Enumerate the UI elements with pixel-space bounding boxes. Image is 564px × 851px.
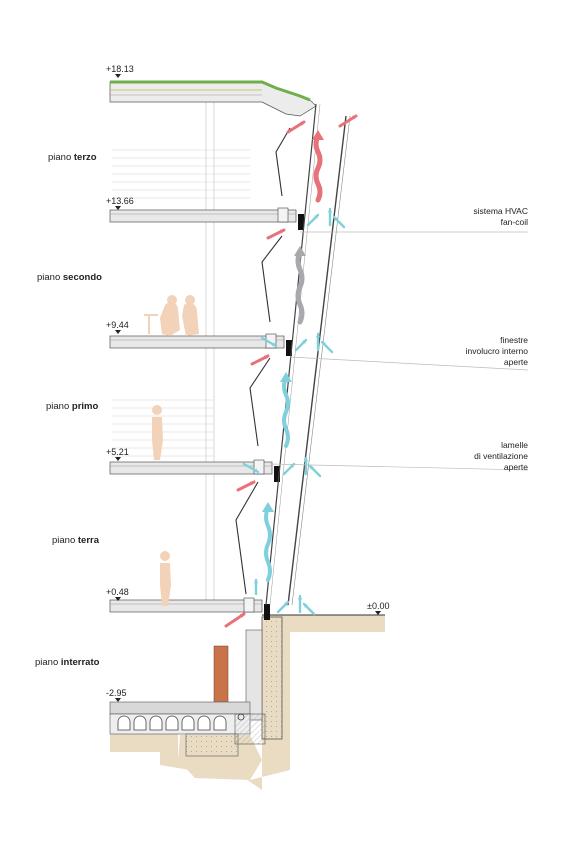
- annotation-hvac: sistema HVAC fan-coil: [473, 206, 528, 227]
- airflow-head: [312, 130, 324, 140]
- annotation-windows: finestre involucro interno aperte: [465, 335, 528, 367]
- facade-bracket: [286, 340, 292, 356]
- floor-label-terra: piano terra: [52, 535, 100, 546]
- airflow-small-head: [304, 604, 308, 608]
- floor-slab: [109, 209, 297, 223]
- airflow-small-head: [254, 468, 258, 473]
- airflow-small-head: [250, 481, 254, 486]
- floor-label-primo: piano primo: [46, 401, 99, 412]
- level-marker-triangle: [115, 597, 121, 601]
- airflow-small-head: [334, 217, 338, 221]
- airflow-shaft: [313, 133, 323, 203]
- level-ground: ±0.00: [367, 601, 390, 611]
- vault-arch: [181, 715, 195, 731]
- level-secondo: +9.44: [106, 320, 129, 330]
- airflow-small-head: [314, 215, 318, 219]
- vault-arch: [149, 715, 163, 731]
- brick-wall: [213, 645, 229, 709]
- facade-bracket: [264, 604, 270, 620]
- airflow-small-head: [240, 613, 244, 618]
- level-primo: +5.21: [106, 447, 129, 457]
- floor-label-interrato: piano interrato: [35, 657, 100, 668]
- level-markers: [115, 74, 381, 702]
- floor-slabs: [109, 207, 304, 620]
- airflow-small-head: [352, 115, 356, 120]
- airflow-small: [224, 612, 246, 628]
- airflow-small-head: [315, 334, 321, 338]
- airflow-shaft: [282, 376, 290, 448]
- people-silhouettes: [144, 295, 199, 606]
- level-marker-triangle: [115, 74, 121, 78]
- annotation-louvres: lamelle di ventilazione aperte: [474, 440, 528, 472]
- airflow-head: [262, 502, 274, 512]
- fan-coil-unit: [253, 459, 265, 475]
- airflow-small-head: [253, 580, 259, 584]
- airflow-arrows: [224, 114, 358, 628]
- airflow-shaft: [264, 506, 272, 582]
- airflow-small-head: [303, 458, 309, 462]
- vault-arch: [197, 715, 211, 731]
- airflow-small-head: [284, 602, 288, 606]
- airflow-small-head: [280, 229, 284, 234]
- airflow-small-head: [264, 355, 268, 360]
- facade-bracket: [298, 214, 304, 230]
- column-lines: [205, 96, 215, 610]
- level-terra: +0.48: [106, 587, 129, 597]
- airflow-small-head: [297, 596, 303, 600]
- level-terzo: +13.66: [106, 196, 134, 206]
- airflow-small-head: [272, 342, 276, 347]
- double-skin-facade: [265, 103, 351, 606]
- level-interrato: -2.95: [106, 688, 127, 698]
- level-marker-triangle: [115, 457, 121, 461]
- airflow-small-head: [322, 342, 326, 346]
- floor-label-terzo: piano terzo: [48, 152, 97, 163]
- vault-arch: [213, 715, 227, 731]
- level-marker-triangle: [115, 698, 121, 702]
- vault-arch: [133, 715, 147, 731]
- green-roof: [109, 80, 317, 117]
- airflow-head: [294, 246, 306, 256]
- vault-arch: [117, 715, 131, 731]
- airflow-small-head: [310, 466, 314, 470]
- airflow-shaft: [295, 249, 305, 325]
- background-shelving: [112, 149, 250, 457]
- airflow-small-head: [302, 340, 306, 344]
- fan-coil-unit: [243, 597, 255, 613]
- airflow-head: [280, 372, 292, 382]
- facade-bracket: [274, 466, 280, 482]
- level-marker-triangle: [115, 206, 121, 210]
- inner-windows: [235, 127, 291, 595]
- level-marker-triangle: [375, 611, 381, 615]
- airflow-small-head: [327, 209, 333, 213]
- vault-arches: [117, 715, 227, 731]
- airflow-small-head: [290, 464, 294, 468]
- vault-arch: [165, 715, 179, 731]
- level-roof: +18.13: [106, 64, 134, 74]
- floor-label-secondo: piano secondo: [37, 272, 102, 283]
- floor-slab: [109, 335, 285, 349]
- level-marker-triangle: [115, 330, 121, 334]
- floor-slab: [109, 461, 273, 475]
- leader-lines: [269, 231, 529, 471]
- fan-coil-unit: [277, 207, 289, 223]
- floor-slab: [109, 599, 263, 613]
- airflow-small-head: [300, 121, 304, 126]
